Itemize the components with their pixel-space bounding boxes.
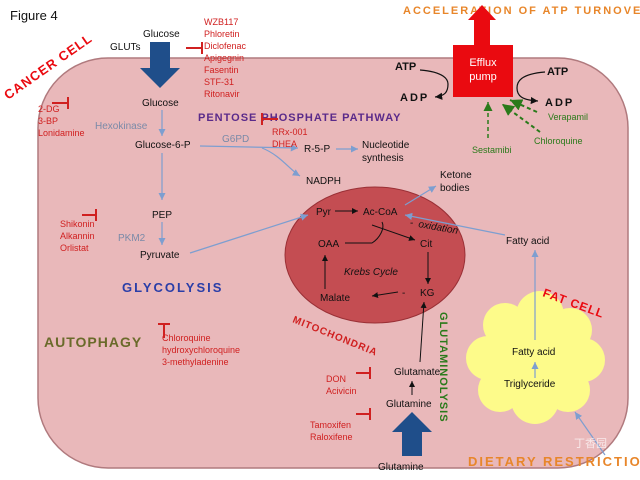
svg-text:hydroxychloroquine: hydroxychloroquine [162, 345, 240, 355]
atp-right: ATP [547, 66, 568, 78]
svg-text:STF-31: STF-31 [204, 77, 234, 87]
svg-text:3-methyladenine: 3-methyladenine [162, 357, 229, 367]
pkm2-inhibitors: Shikonin Alkannin Orlistat [60, 219, 95, 253]
watermark-logo: 丁香园 [574, 437, 607, 450]
svg-text:Shikonin: Shikonin [60, 219, 95, 229]
nucleotide-synthesis-2: synthesis [362, 153, 404, 164]
krebs-cycle-label: Krebs Cycle [344, 267, 398, 278]
adp-left: ADP [400, 92, 429, 104]
glucose-extracellular: Glucose [143, 29, 180, 40]
pump-inhibitor-chloroquine: Chloroquine [534, 136, 583, 146]
oaa: OAA [318, 239, 339, 250]
pump-inhibitor-verapamil: Verapamil [548, 112, 588, 122]
acetyl-coa: Ac-CoA [363, 207, 398, 218]
atp-right-arrow [516, 71, 546, 89]
atp-left-arrow [419, 69, 449, 85]
pep: PEP [152, 210, 172, 221]
svg-text:Orlistat: Orlistat [60, 243, 89, 253]
glutamine-extracellular: Glutamine [378, 462, 424, 473]
svg-text:DHEA: DHEA [272, 139, 297, 149]
mitochondrion [284, 186, 466, 324]
efflux-pump: Efflux pump [453, 5, 513, 97]
dietary-restriction-header: DIETARY RESTRICTION [468, 454, 640, 469]
fatty-acid: Fatty acid [506, 236, 549, 247]
glutamine-transporter-arrow [392, 412, 432, 456]
svg-text:Lonidamine: Lonidamine [38, 128, 85, 138]
adp-left-arrow [434, 83, 449, 100]
nucleotide-synthesis-1: Nucleotide [362, 140, 410, 151]
glutaminolysis-header: GLUTAMINOLYSIS [437, 312, 449, 423]
glucose-intracellular: Glucose [142, 98, 179, 109]
pyruvate: Pyruvate [140, 250, 180, 261]
g6pd-enzyme: G6PD [222, 134, 249, 145]
svg-text:Apigegnin: Apigegnin [204, 53, 244, 63]
svg-text:WZB117: WZB117 [204, 17, 238, 27]
r-5-p: R-5-P [304, 144, 330, 155]
glutaminase-inhibitors: DON Acivicin [326, 374, 357, 396]
glutamate: Glutamate [394, 367, 441, 378]
glut-inhibitors: WZB117 Phloretin Diclofenac Apigegnin Fa… [204, 17, 247, 99]
verapamil-arrow [509, 99, 538, 113]
ketone-bodies-2: bodies [440, 183, 469, 194]
malate: Malate [320, 293, 350, 304]
figure-label: Figure 4 [10, 8, 58, 23]
kg-dash: - [402, 288, 405, 299]
acceleration-header: ACCELERATION OF ATP TURNOVER [403, 5, 640, 17]
triglyceride: Triglyceride [504, 379, 556, 390]
svg-text:RRx-001: RRx-001 [272, 127, 308, 137]
svg-text:Alkannin: Alkannin [60, 231, 95, 241]
fatty-acid-fat-cell: Fatty acid [512, 347, 555, 358]
autophagy-inhibitors: Chloroquine hydroxychloroquine 3-methyla… [162, 333, 240, 367]
oxidation-dash: - [410, 218, 413, 229]
glucose-6-p: Glucose-6-P [135, 140, 191, 151]
g6pd-inhibitors: RRx-001 DHEA [272, 127, 308, 149]
pump-label-2: pump [469, 71, 497, 83]
ketone-bodies-1: Ketone [440, 170, 472, 181]
nadph: NADPH [306, 176, 341, 187]
pentose-header: PENTOSE PHOSPHATE PATHWAY [198, 112, 401, 124]
glycolysis-header: GLYCOLYSIS [122, 280, 223, 295]
hexokinase-inhibitors: 2-DG 3-BP Lonidamine [38, 104, 85, 138]
adp-right-arrow [516, 87, 539, 105]
fat-cell [466, 291, 605, 424]
pkm2-enzyme: PKM2 [118, 233, 146, 244]
kg: KG [420, 288, 435, 299]
glutamine-uptake-inhibitors: Tamoxifen Raloxifene [310, 420, 353, 442]
autophagy-header: AUTOPHAGY [44, 334, 142, 350]
glutamine-intracellular: Glutamine [386, 399, 432, 410]
pyr: Pyr [316, 207, 332, 218]
pump-label-1: Efflux [469, 57, 497, 69]
chloroquine-pump-arrow [501, 103, 541, 133]
glut-transporter-arrow [140, 42, 180, 88]
svg-text:DON: DON [326, 374, 346, 384]
hexokinase-enzyme: Hexokinase [95, 121, 148, 132]
svg-text:Ritonavir: Ritonavir [204, 89, 240, 99]
cit: Cit [420, 239, 432, 250]
atp-left: ATP [395, 61, 416, 73]
svg-text:Acivicin: Acivicin [326, 386, 357, 396]
svg-text:Phloretin: Phloretin [204, 29, 240, 39]
svg-text:Chloroquine: Chloroquine [162, 333, 211, 343]
pump-inhibitor-sestamibi: Sestamibi [472, 145, 512, 155]
svg-text:Fasentin: Fasentin [204, 65, 239, 75]
svg-text:3-BP: 3-BP [38, 116, 58, 126]
svg-text:Raloxifene: Raloxifene [310, 432, 353, 442]
svg-text:Tamoxifen: Tamoxifen [310, 420, 351, 430]
svg-text:2-DG: 2-DG [38, 104, 60, 114]
adp-right: ADP [545, 97, 574, 109]
gluts-label: GLUTs [110, 42, 141, 53]
svg-text:Diclofenac: Diclofenac [204, 41, 247, 51]
